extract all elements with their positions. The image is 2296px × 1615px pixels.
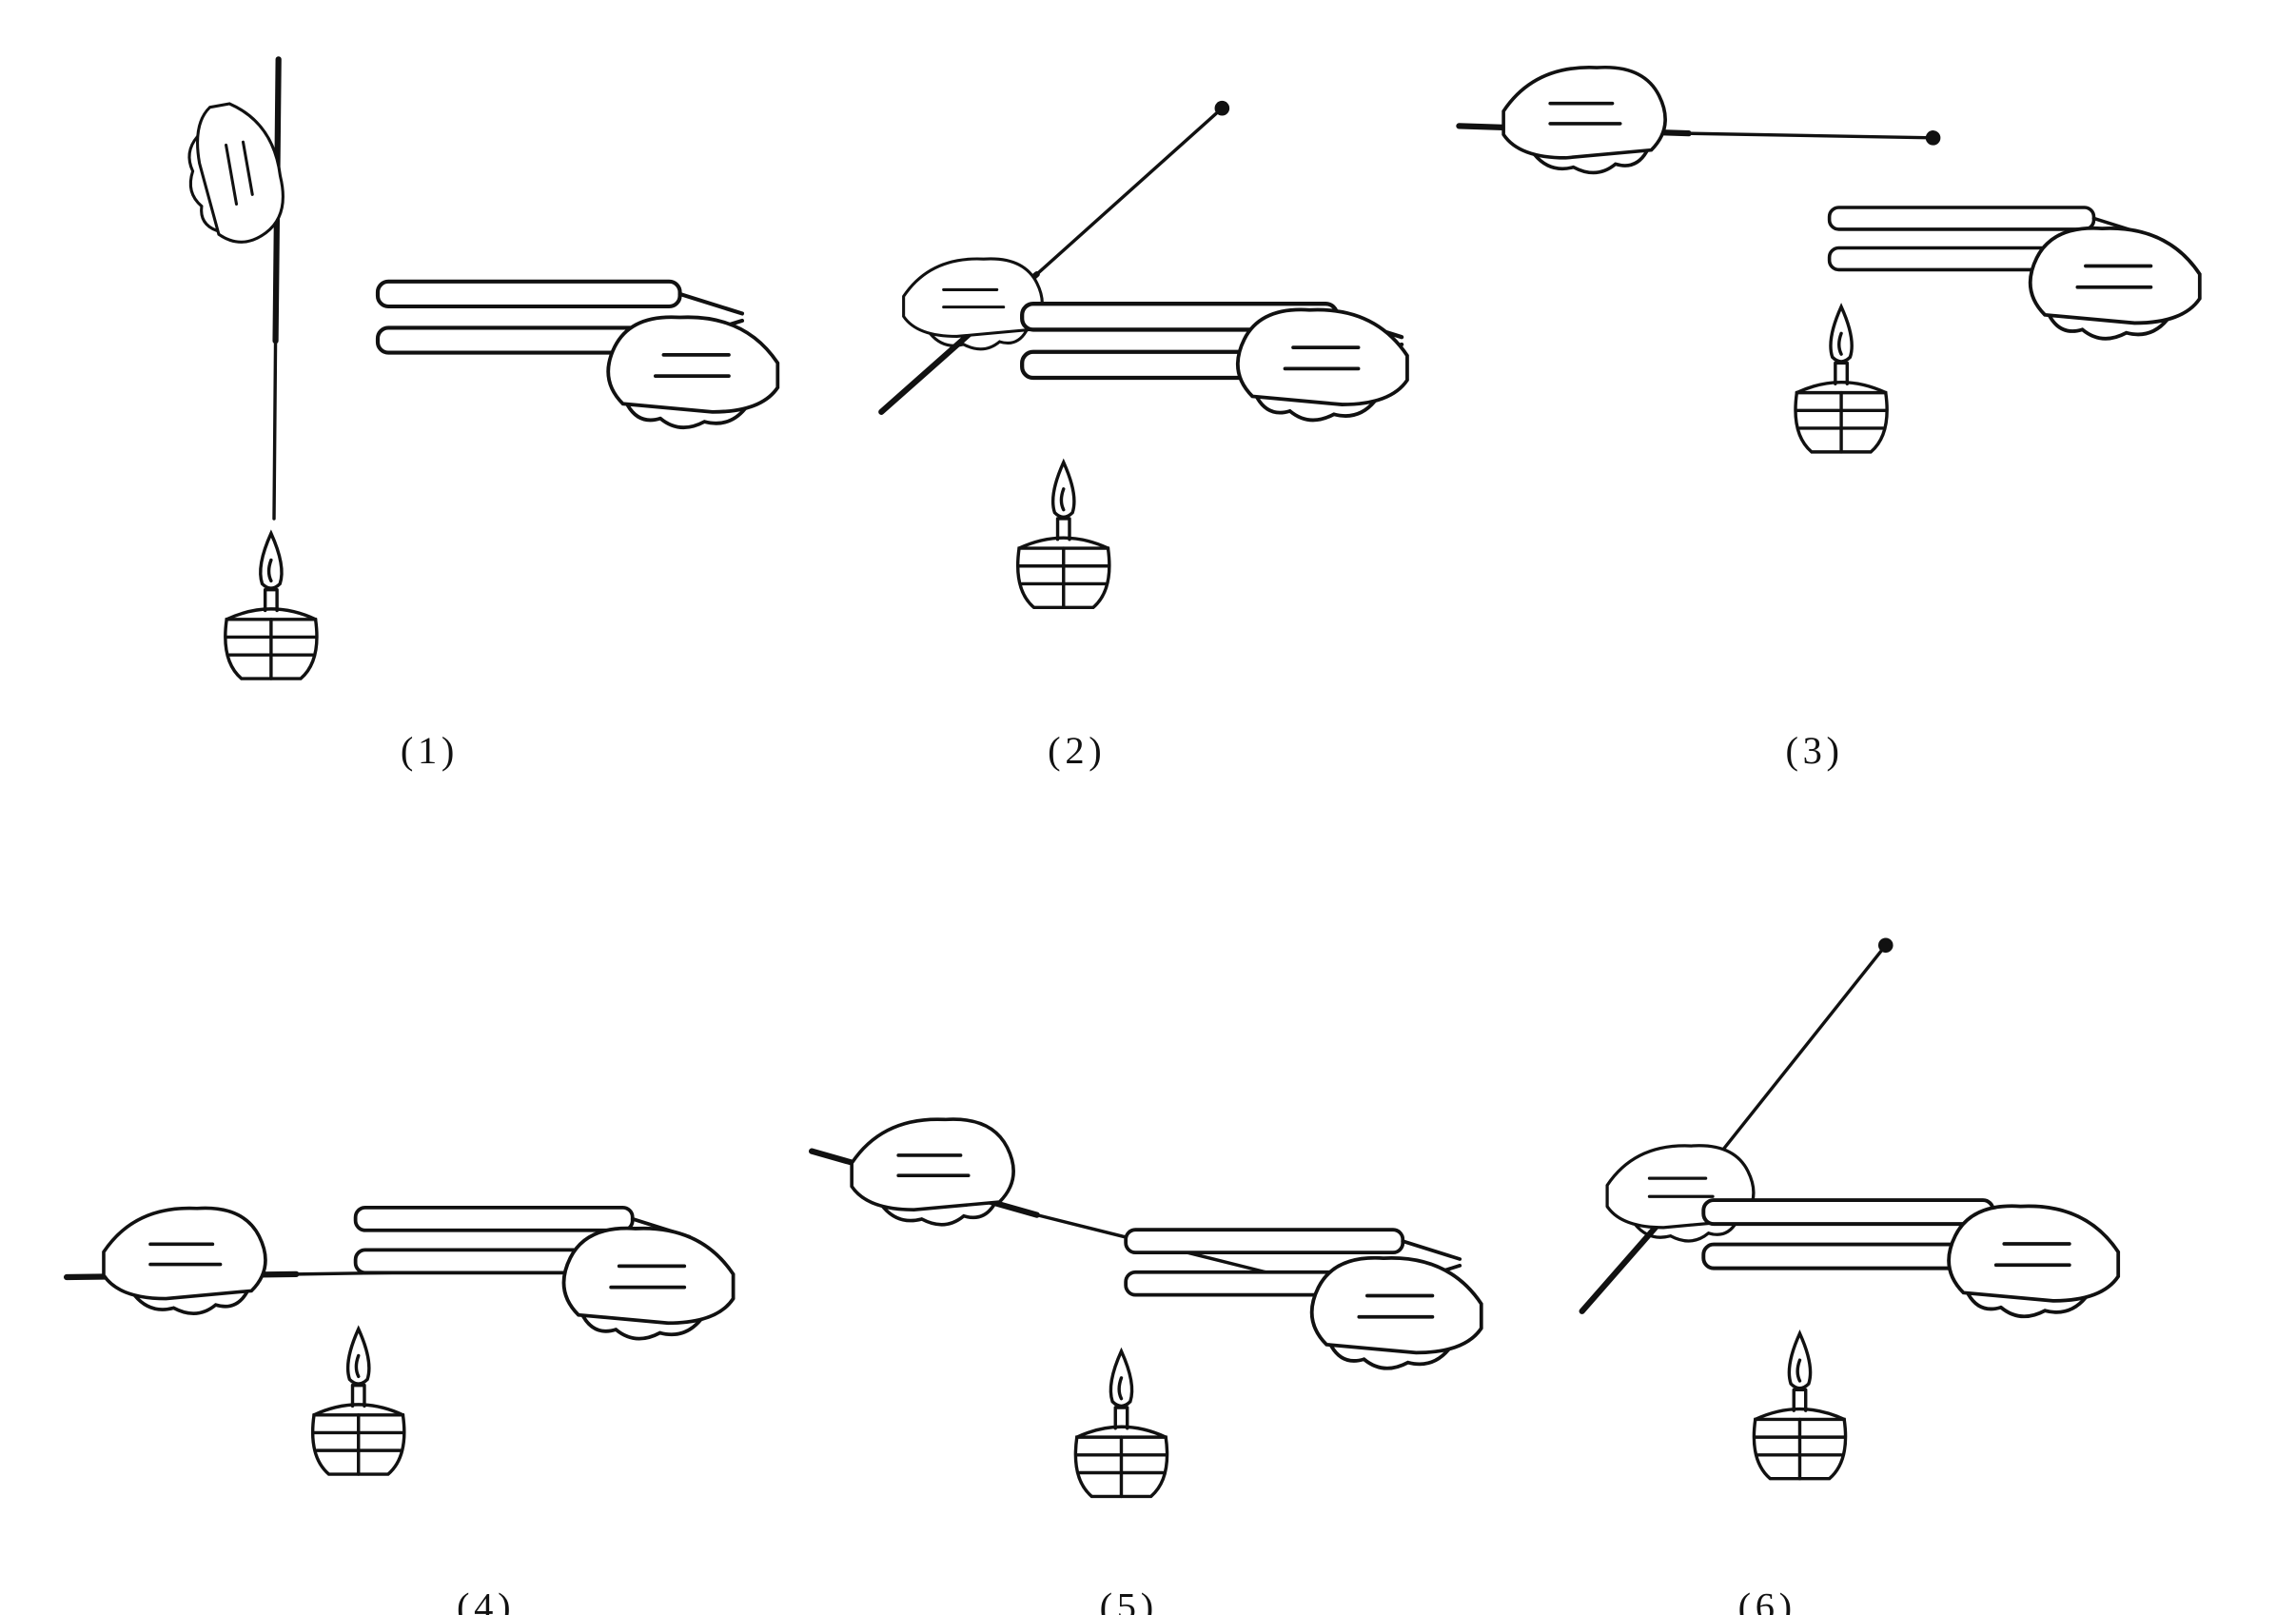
panel-label-4: (4) [457, 1585, 515, 1615]
panel-label-1: (1) [401, 729, 459, 772]
panel-2: (2) [878, 100, 1409, 772]
panel-label-6: (6) [1738, 1585, 1796, 1615]
panel-label-3: (3) [1785, 729, 1843, 772]
panel-label-5: (5) [1100, 1585, 1158, 1615]
panel-5: (5) [808, 1117, 1483, 1615]
panel-1: (1) [176, 56, 780, 772]
panel-3: (3) [1456, 65, 2202, 772]
panel-4: (4) [63, 1205, 736, 1615]
panel-label-2: (2) [1048, 729, 1106, 772]
panel-6: (6) [1579, 937, 2121, 1615]
